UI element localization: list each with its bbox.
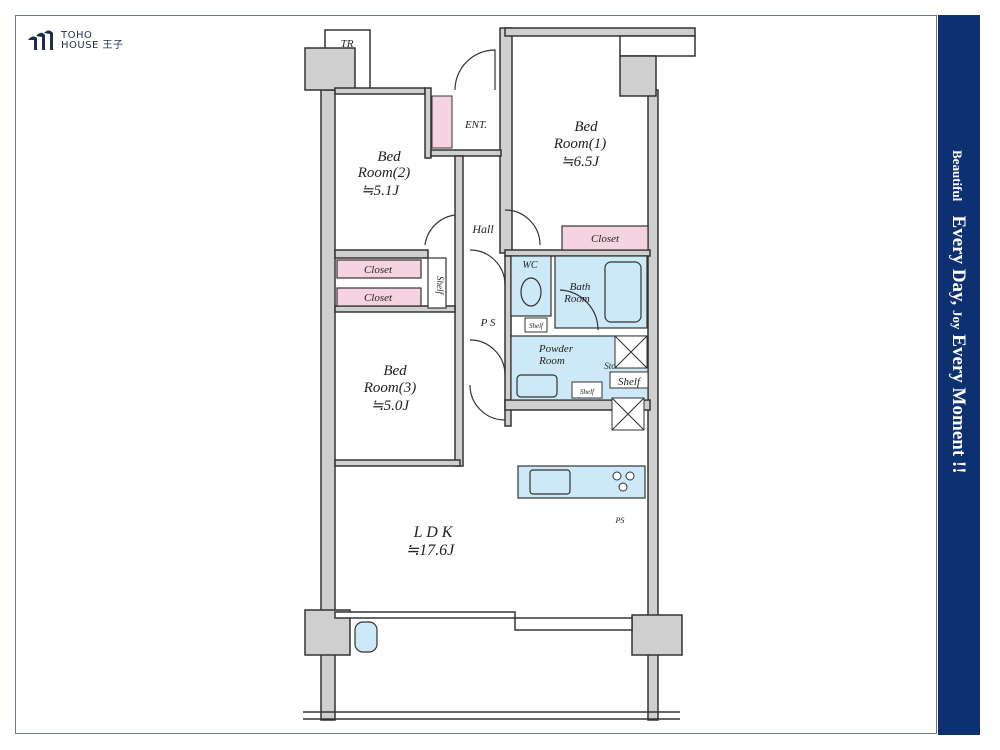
- closet-bed2-upper: [336, 259, 422, 279]
- label-shelf-powder: Shelf: [618, 376, 642, 388]
- label-sto-shelf: Shelf: [435, 276, 445, 295]
- logo-line1: TOHO: [61, 30, 93, 41]
- toilet: [520, 277, 542, 307]
- label-bed3: Bed: [383, 363, 407, 379]
- label-bed2: Bed: [377, 149, 401, 165]
- washbasin: [516, 374, 558, 398]
- label-bed3-size: ≒5.0J: [371, 398, 410, 414]
- label-closet-1: Closet: [364, 264, 393, 276]
- label-bath-room: Room: [563, 293, 590, 305]
- page-frame: [15, 15, 937, 734]
- doors: [424, 49, 599, 421]
- label-bed2-size: ≒5.1J: [361, 183, 400, 199]
- logo: TOHO HOUSE 王子: [25, 30, 124, 52]
- label-shelf-wc: Shelf: [529, 322, 544, 330]
- label-powder-room: Room: [538, 355, 565, 367]
- closet-bed1: [561, 225, 649, 251]
- tagline-band: [938, 15, 980, 735]
- label-shelf-small: Shelf: [580, 388, 595, 396]
- label-hall: Hall: [471, 222, 494, 236]
- label-ps-kitchen: PS: [615, 516, 625, 525]
- label-bed2-room: Room(2): [357, 165, 411, 181]
- bathtub: [604, 261, 642, 323]
- stove-burner: [612, 471, 622, 481]
- storage-shelf: [427, 257, 447, 309]
- label-bed3-room: Room(3): [363, 380, 417, 396]
- label-ps: P S: [480, 317, 496, 329]
- closet-bed2-lower: [336, 287, 422, 307]
- logo-line2: HOUSE 王子: [61, 40, 124, 51]
- label-wc: WC: [523, 260, 538, 271]
- walls: [304, 27, 696, 721]
- label-powder: Powder: [538, 343, 574, 355]
- logo-mark-icon: [28, 30, 53, 50]
- label-tr: TR: [341, 38, 354, 50]
- label-bed1-size: ≒6.5J: [561, 154, 600, 170]
- label-closet-3: Closet: [591, 233, 620, 245]
- shoe-cabinet: [431, 95, 453, 149]
- outdoor-unit: [354, 621, 378, 653]
- label-ldk: L D K: [413, 524, 454, 541]
- label-ldk-size: ≒17.6J: [406, 542, 455, 559]
- label-bed1-room: Room(1): [553, 136, 607, 152]
- label-sto: Sto: [604, 361, 616, 371]
- label-bed1: Bed: [574, 119, 598, 135]
- kitchen-sink: [529, 469, 571, 495]
- label-entrance: ENT.: [464, 119, 487, 131]
- label-closet-2: Closet: [364, 292, 393, 304]
- label-bath: Bath: [570, 281, 591, 293]
